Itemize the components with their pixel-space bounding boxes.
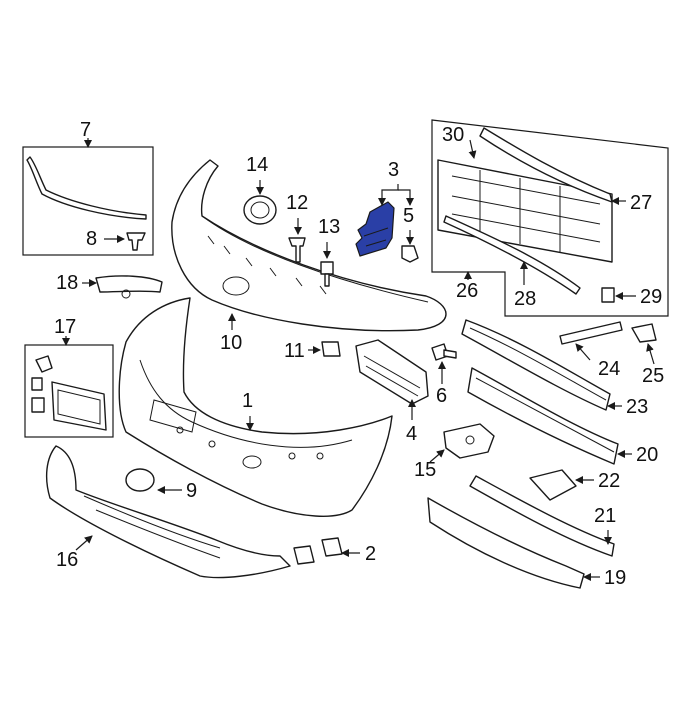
callout-number-14: 14 <box>246 154 268 176</box>
callout-17[interactable]: 17 <box>54 316 76 338</box>
callout-8[interactable]: 8 <box>86 228 97 250</box>
callout-14[interactable]: 14 <box>246 154 268 176</box>
callout-5[interactable]: 5 <box>403 205 414 227</box>
callout-number-26: 26 <box>456 280 478 302</box>
license-bracket-kit <box>31 355 107 431</box>
callout-number-16: 16 <box>56 549 78 571</box>
callout-3[interactable]: 3 <box>388 159 399 181</box>
callout-1[interactable]: 1 <box>242 390 253 412</box>
leader-line-3 <box>378 184 399 206</box>
callout-number-20: 20 <box>636 444 658 466</box>
callout-30[interactable]: 30 <box>442 124 464 146</box>
side-retainer-4 <box>355 339 429 405</box>
callout-number-11: 11 <box>284 340 305 362</box>
group-box-26 <box>431 119 669 317</box>
callout-number-17: 17 <box>54 316 76 338</box>
bolt-6 <box>431 343 457 361</box>
highlighted-bracket <box>355 201 395 257</box>
callout-number-3: 3 <box>388 159 399 181</box>
callout-number-9: 9 <box>186 480 197 502</box>
lower-bar <box>469 475 615 557</box>
leader-line-24 <box>575 343 591 361</box>
callout-21[interactable]: 21 <box>594 505 616 527</box>
bolt-13 <box>320 261 334 287</box>
emblem <box>243 195 277 225</box>
callout-number-19: 19 <box>604 567 626 589</box>
callout-number-7: 7 <box>80 119 91 141</box>
callout-number-23: 23 <box>626 396 648 418</box>
callout-26[interactable]: 26 <box>456 280 478 302</box>
callout-10[interactable]: 10 <box>220 332 242 354</box>
callout-11[interactable]: 11 <box>284 340 305 362</box>
lower-valance <box>45 445 291 579</box>
callout-13[interactable]: 13 <box>318 216 340 238</box>
callout-number-4: 4 <box>406 423 417 445</box>
upper-cover <box>171 159 447 332</box>
callout-18[interactable]: 18 <box>56 272 78 294</box>
callout-number-1: 1 <box>242 390 253 412</box>
callout-number-30: 30 <box>442 124 464 146</box>
leader-line-30 <box>468 139 477 159</box>
bracket-18 <box>95 275 163 299</box>
callout-number-28: 28 <box>514 288 536 310</box>
callout-number-12: 12 <box>286 192 308 214</box>
callout-number-25: 25 <box>642 365 664 387</box>
callout-7[interactable]: 7 <box>80 119 91 141</box>
lower-deflector <box>427 497 585 589</box>
callout-24[interactable]: 24 <box>598 358 620 380</box>
callout-29[interactable]: 29 <box>640 286 662 308</box>
callout-number-2: 2 <box>365 543 376 565</box>
bracket-15 <box>443 423 495 459</box>
leader-line-15 <box>429 449 445 463</box>
callout-6[interactable]: 6 <box>436 385 447 407</box>
radiator-shutter <box>437 159 613 263</box>
callout-number-29: 29 <box>640 286 662 308</box>
clips-2 <box>293 537 343 565</box>
callout-number-5: 5 <box>403 205 414 227</box>
callout-28[interactable]: 28 <box>514 288 536 310</box>
callout-9[interactable]: 9 <box>186 480 197 502</box>
leader-line-3-b <box>398 189 414 206</box>
support-bar-24 <box>559 321 623 345</box>
bracket-25 <box>631 323 657 343</box>
push-clip-12 <box>288 237 306 263</box>
lower-seal <box>443 215 581 295</box>
energy-absorber <box>461 319 611 411</box>
bumper-reinforcement <box>467 367 619 465</box>
callout-23[interactable]: 23 <box>626 396 648 418</box>
callout-2[interactable]: 2 <box>365 543 376 565</box>
clip-29 <box>601 287 615 303</box>
callout-number-24: 24 <box>598 358 620 380</box>
callout-25[interactable]: 25 <box>642 365 664 387</box>
callout-number-13: 13 <box>318 216 340 238</box>
callout-number-6: 6 <box>436 385 447 407</box>
leader-line-16 <box>75 535 93 551</box>
callout-4[interactable]: 4 <box>406 423 417 445</box>
callout-number-18: 18 <box>56 272 78 294</box>
callout-16[interactable]: 16 <box>56 549 78 571</box>
bracket-22 <box>529 469 577 501</box>
clip-5 <box>401 245 419 263</box>
callout-number-22: 22 <box>598 470 620 492</box>
callout-27[interactable]: 27 <box>630 192 652 214</box>
bracket-11 <box>321 341 341 357</box>
callout-15[interactable]: 15 <box>414 459 436 481</box>
callout-number-8: 8 <box>86 228 97 250</box>
tow-hook-cover <box>125 468 155 492</box>
callout-19[interactable]: 19 <box>604 567 626 589</box>
callout-12[interactable]: 12 <box>286 192 308 214</box>
leader-line-25 <box>646 343 655 365</box>
callout-number-21: 21 <box>594 505 616 527</box>
callout-number-10: 10 <box>220 332 242 354</box>
callout-number-27: 27 <box>630 192 652 214</box>
clip-8 <box>126 232 146 251</box>
bumper-cover <box>118 297 393 517</box>
callout-number-15: 15 <box>414 459 436 481</box>
callout-22[interactable]: 22 <box>598 470 620 492</box>
molding-strip <box>26 156 147 220</box>
callout-20[interactable]: 20 <box>636 444 658 466</box>
